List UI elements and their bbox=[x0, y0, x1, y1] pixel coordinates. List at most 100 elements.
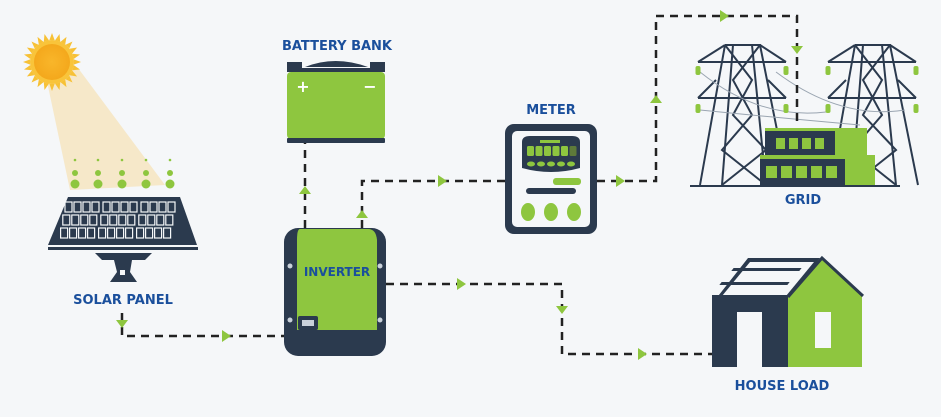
insulator bbox=[695, 104, 701, 113]
substation-icon bbox=[690, 128, 900, 187]
solar-cell bbox=[68, 227, 78, 239]
energy-dot bbox=[70, 179, 80, 189]
sun-ray bbox=[72, 65, 81, 71]
solar-cell bbox=[118, 214, 127, 226]
substation-window bbox=[796, 166, 807, 178]
battery-bank-label: BATTERY BANK bbox=[282, 39, 393, 54]
solar-cell bbox=[127, 214, 136, 226]
arrow-right bbox=[720, 10, 729, 22]
flow-meter-to-grid bbox=[597, 14, 799, 183]
solar-cell bbox=[62, 214, 71, 226]
energy-dot bbox=[73, 158, 77, 162]
flow-inverter-to-house bbox=[386, 282, 712, 356]
energy-dot bbox=[119, 170, 125, 176]
solar-cell bbox=[73, 201, 82, 213]
sun-ray bbox=[23, 53, 32, 59]
battery-plus: + bbox=[296, 77, 309, 96]
sun-ray bbox=[31, 75, 39, 83]
meter-digit bbox=[540, 140, 560, 143]
arrow-right bbox=[457, 278, 466, 290]
substation-window bbox=[815, 138, 824, 149]
energy-dot bbox=[141, 179, 151, 189]
meter-digit bbox=[535, 146, 543, 156]
sun-ray bbox=[72, 53, 81, 59]
sun-ray bbox=[65, 75, 73, 83]
sun-icon bbox=[23, 33, 81, 91]
arrow-down bbox=[116, 320, 128, 328]
arrow-down bbox=[791, 46, 803, 54]
substation-window bbox=[811, 166, 822, 178]
substation-window bbox=[826, 166, 837, 178]
solar-panel-icon bbox=[48, 197, 198, 282]
solar-cell bbox=[165, 214, 174, 226]
arrow-up bbox=[299, 186, 311, 194]
meter-button bbox=[567, 161, 575, 167]
battery-icon: + − bbox=[287, 61, 385, 143]
energy-dot bbox=[168, 158, 172, 162]
substation-window bbox=[781, 166, 792, 178]
solar-cell bbox=[71, 214, 80, 226]
sun-ray bbox=[43, 33, 49, 42]
solar-cell bbox=[136, 227, 145, 239]
meter-button bbox=[557, 161, 565, 167]
solar-cell bbox=[102, 201, 111, 213]
grid-label: GRID bbox=[785, 193, 822, 208]
solar-cell bbox=[140, 201, 149, 213]
solar-cell bbox=[80, 214, 89, 226]
sun-ray bbox=[73, 59, 81, 65]
energy-dot bbox=[144, 158, 148, 162]
sun-ray bbox=[23, 59, 31, 65]
arrow-right bbox=[222, 330, 231, 342]
solar-cell bbox=[156, 214, 165, 226]
arrow-up bbox=[650, 95, 662, 103]
house-icon bbox=[712, 255, 865, 367]
energy-dot bbox=[95, 170, 101, 176]
solar-cell bbox=[82, 201, 91, 213]
sun-ray bbox=[31, 41, 39, 49]
sun-ray bbox=[65, 41, 73, 49]
grid-insulators bbox=[695, 66, 919, 113]
substation-window bbox=[766, 166, 777, 178]
meter-button bbox=[537, 161, 545, 167]
solar-cell bbox=[138, 214, 147, 226]
arrow-right bbox=[616, 175, 625, 187]
meter-digit bbox=[569, 146, 577, 156]
sun-ray bbox=[49, 83, 55, 91]
solar-cell bbox=[145, 227, 154, 239]
solar-cell bbox=[111, 201, 120, 213]
solar-cell bbox=[59, 227, 69, 239]
meter-button bbox=[547, 161, 555, 167]
energy-dot bbox=[117, 179, 127, 189]
house-load-label: HOUSE LOAD bbox=[735, 379, 830, 394]
energy-dot bbox=[96, 158, 100, 162]
energy-dot bbox=[143, 170, 149, 176]
solar-panel-label: SOLAR PANEL bbox=[73, 293, 173, 308]
insulator bbox=[695, 66, 701, 75]
solar-cell bbox=[149, 201, 158, 213]
sun-ray bbox=[23, 65, 32, 71]
substation-window bbox=[776, 138, 785, 149]
insulator bbox=[913, 104, 919, 113]
energy-dot bbox=[120, 158, 124, 162]
sun-ray bbox=[55, 33, 61, 42]
solar-cell bbox=[147, 214, 156, 226]
energy-dots bbox=[70, 158, 175, 189]
battery-minus: − bbox=[363, 77, 376, 96]
solar-cell bbox=[154, 227, 163, 239]
solar-cell bbox=[115, 227, 125, 239]
meter-digit bbox=[561, 146, 568, 156]
solar-cell bbox=[124, 227, 134, 239]
solar-cell bbox=[86, 227, 96, 239]
meter-digit bbox=[544, 146, 551, 156]
solar-cell bbox=[167, 201, 176, 213]
insulator bbox=[825, 104, 831, 113]
solar-cell bbox=[77, 227, 87, 239]
flow-inverter-to-meter bbox=[360, 179, 505, 228]
sun-ray bbox=[43, 82, 49, 91]
solar-cell bbox=[100, 214, 109, 226]
solar-cell bbox=[129, 201, 138, 213]
solar-cell bbox=[163, 227, 172, 239]
inverter-icon bbox=[284, 228, 386, 356]
inverter-label: INVERTER bbox=[304, 265, 370, 279]
